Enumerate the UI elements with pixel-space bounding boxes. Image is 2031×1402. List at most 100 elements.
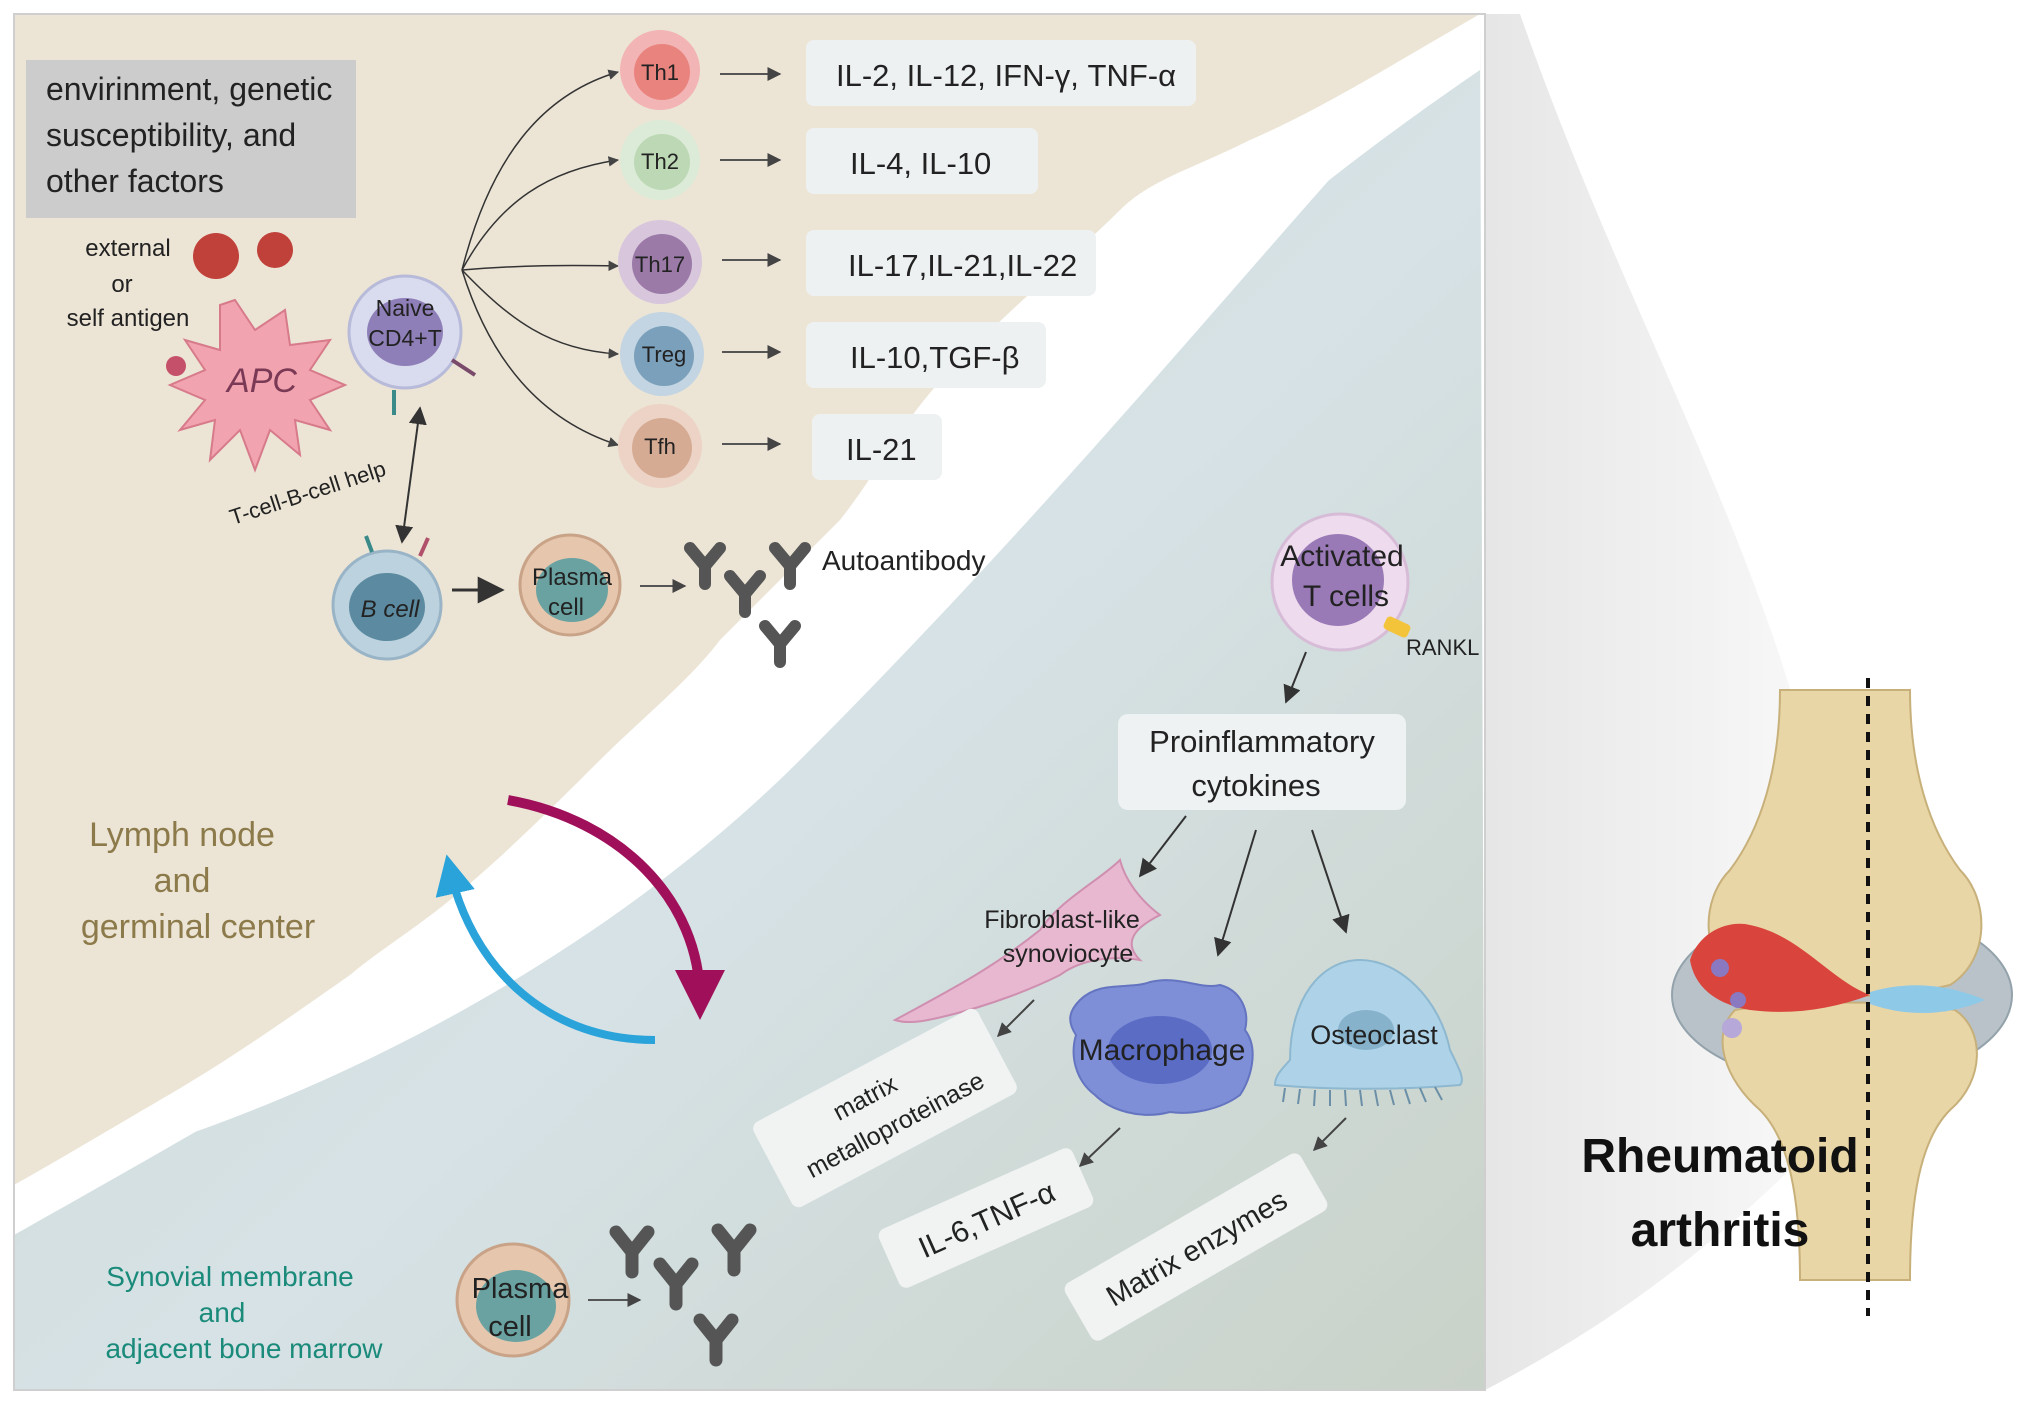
ra-line-2: arthritis xyxy=(1631,1204,1810,1257)
joint-cell-3 xyxy=(1722,1018,1742,1038)
figure-frame xyxy=(13,13,1486,1391)
treg-cytokine-box xyxy=(806,322,1046,388)
th1-label: Th1 xyxy=(641,60,679,85)
cytokines-to-fls-arrow xyxy=(1138,815,1187,878)
th1-cytokine-box xyxy=(806,40,1196,106)
naive-receptor xyxy=(450,358,477,377)
tfh-row: Tfh IL-21 xyxy=(618,404,942,488)
synovial-line-2: and xyxy=(199,1297,246,1328)
right-wedge-background xyxy=(1485,14,1810,1390)
bcell-label: B cell xyxy=(361,596,420,623)
antigen-dot-2 xyxy=(257,232,293,268)
antigen-dot-1 xyxy=(193,233,239,279)
fibroblast-cell xyxy=(892,858,1162,1024)
cytokines-to-macrophage-arrow xyxy=(1214,829,1257,957)
fls-line-1: Fibroblast-like xyxy=(984,906,1140,934)
rankl-label: RANKL xyxy=(1406,635,1479,660)
lymph-line-2: and xyxy=(154,862,211,900)
proinflam-line-2: cytokines xyxy=(1191,768,1320,803)
factors-line-3: other factors xyxy=(46,163,224,199)
osteoclast-nucleus xyxy=(1338,1010,1394,1050)
subset-branch-arrows xyxy=(461,69,620,448)
th17-label: Th17 xyxy=(635,252,685,277)
b-cell-nucleus xyxy=(349,573,425,641)
proinflam-line-1: Proinflammatory xyxy=(1149,724,1375,759)
autoantibody-label: Autoantibody xyxy=(822,545,985,576)
naive-line-1: Naive xyxy=(376,295,435,321)
activated-line-2: T cells xyxy=(1303,580,1389,613)
antigen-line-3: self antigen xyxy=(67,305,190,332)
plasma-top-line-2: cell xyxy=(548,594,584,621)
matrix-enzymes-box-bg xyxy=(1064,1153,1328,1341)
antigen-line-1: external xyxy=(85,235,170,262)
proinflammatory-box xyxy=(1118,714,1406,810)
help-double-arrow xyxy=(395,406,427,544)
cytokines-to-osteoclast-arrow xyxy=(1311,829,1350,934)
plasma-top-nucleus xyxy=(536,558,608,622)
th17-cytokine-box xyxy=(806,230,1096,296)
lymph-to-synovium-arrow xyxy=(507,795,725,1020)
lymph-line-3: germinal center xyxy=(81,908,315,946)
fls-to-mmp-arrow xyxy=(997,999,1035,1037)
antigen-line-2: or xyxy=(111,271,132,298)
th2-nucleus xyxy=(634,134,690,190)
osteoclast-to-enzymes-arrow xyxy=(1313,1117,1347,1151)
th17-nucleus xyxy=(632,234,692,294)
antibody-bottom-icon xyxy=(609,1223,757,1367)
antibody-icon xyxy=(684,542,811,668)
tfh-cytokine-box xyxy=(812,414,942,480)
th2-cytokines: IL-4, IL-10 xyxy=(850,146,991,181)
tfh-nucleus xyxy=(632,418,692,478)
treg-nucleus xyxy=(634,326,694,386)
th17-row: Th17 IL-17,IL-21,IL-22 xyxy=(618,220,1096,304)
il6-box-bg xyxy=(878,1148,1094,1288)
th1-nucleus xyxy=(634,44,690,100)
apc-receptor xyxy=(166,356,186,376)
factors-box xyxy=(26,60,356,218)
treg-label: Treg xyxy=(642,342,686,367)
tcells-to-cytokines-arrow xyxy=(1283,651,1307,704)
treg-cytokines: IL-10,TGF-β xyxy=(850,340,1019,375)
th1-cytokines: IL-2, IL-12, IFN-γ, TNF-α xyxy=(836,58,1176,93)
knee-joint-illustration xyxy=(1671,678,2013,1316)
osteoclast-ruffled-border xyxy=(1282,1086,1443,1107)
th2-cytokine-box xyxy=(806,128,1038,194)
factors-line-1: envirinment, genetic xyxy=(46,71,332,107)
activated-line-1: Activated xyxy=(1280,540,1403,573)
tfh-label: Tfh xyxy=(644,434,676,459)
plasma-top-line-1: Plasma xyxy=(532,564,613,591)
activated-t-nucleus xyxy=(1292,534,1384,626)
th2-row: Th2 IL-4, IL-10 xyxy=(620,120,1038,200)
synovial-line-3: adjacent bone marrow xyxy=(105,1333,383,1364)
mmp-box-bg xyxy=(753,1008,1017,1208)
synovial-line-1: Synovial membrane xyxy=(106,1261,353,1292)
lymph-line-1: Lymph node xyxy=(89,816,275,854)
plasma-bottom-line-1: Plasma xyxy=(472,1273,570,1305)
macrophage-to-il6-arrow xyxy=(1078,1127,1121,1167)
osteoclast-label: Osteoclast xyxy=(1310,1020,1438,1050)
synovium-to-lymph-arrow xyxy=(435,854,656,1044)
th1-row: Th1 IL-2, IL-12, IFN-γ, TNF-α xyxy=(620,30,1196,110)
th2-label: Th2 xyxy=(641,149,679,174)
rankl-receptor xyxy=(1383,616,1411,638)
tfh-cytokines: IL-21 xyxy=(846,432,917,467)
plasma-bottom-line-2: cell xyxy=(488,1311,532,1343)
b-cell-receptor-1 xyxy=(364,535,374,553)
fls-line-2: synoviocyte xyxy=(1003,940,1134,968)
b-cell-receptor-2 xyxy=(418,537,430,557)
cartilage xyxy=(1870,985,1985,1014)
ra-line-1: Rheumatoid xyxy=(1581,1130,1858,1183)
joint-cell-1 xyxy=(1711,959,1729,977)
treg-row: Treg IL-10,TGF-β xyxy=(620,312,1046,396)
macrophage-nucleus xyxy=(1108,1016,1212,1084)
naive-line-2: CD4+T xyxy=(368,325,442,351)
apc-cell xyxy=(167,298,348,473)
plasma-bottom-nucleus xyxy=(476,1270,556,1342)
apc-label: APC xyxy=(225,362,297,400)
inflamed-synovium xyxy=(1690,923,1870,1012)
macrophage-label: Macrophage xyxy=(1079,1034,1246,1067)
th17-cytokines: IL-17,IL-21,IL-22 xyxy=(848,248,1077,283)
naive-cd4-nucleus xyxy=(367,298,443,366)
factors-line-2: susceptibility, and xyxy=(46,117,296,153)
